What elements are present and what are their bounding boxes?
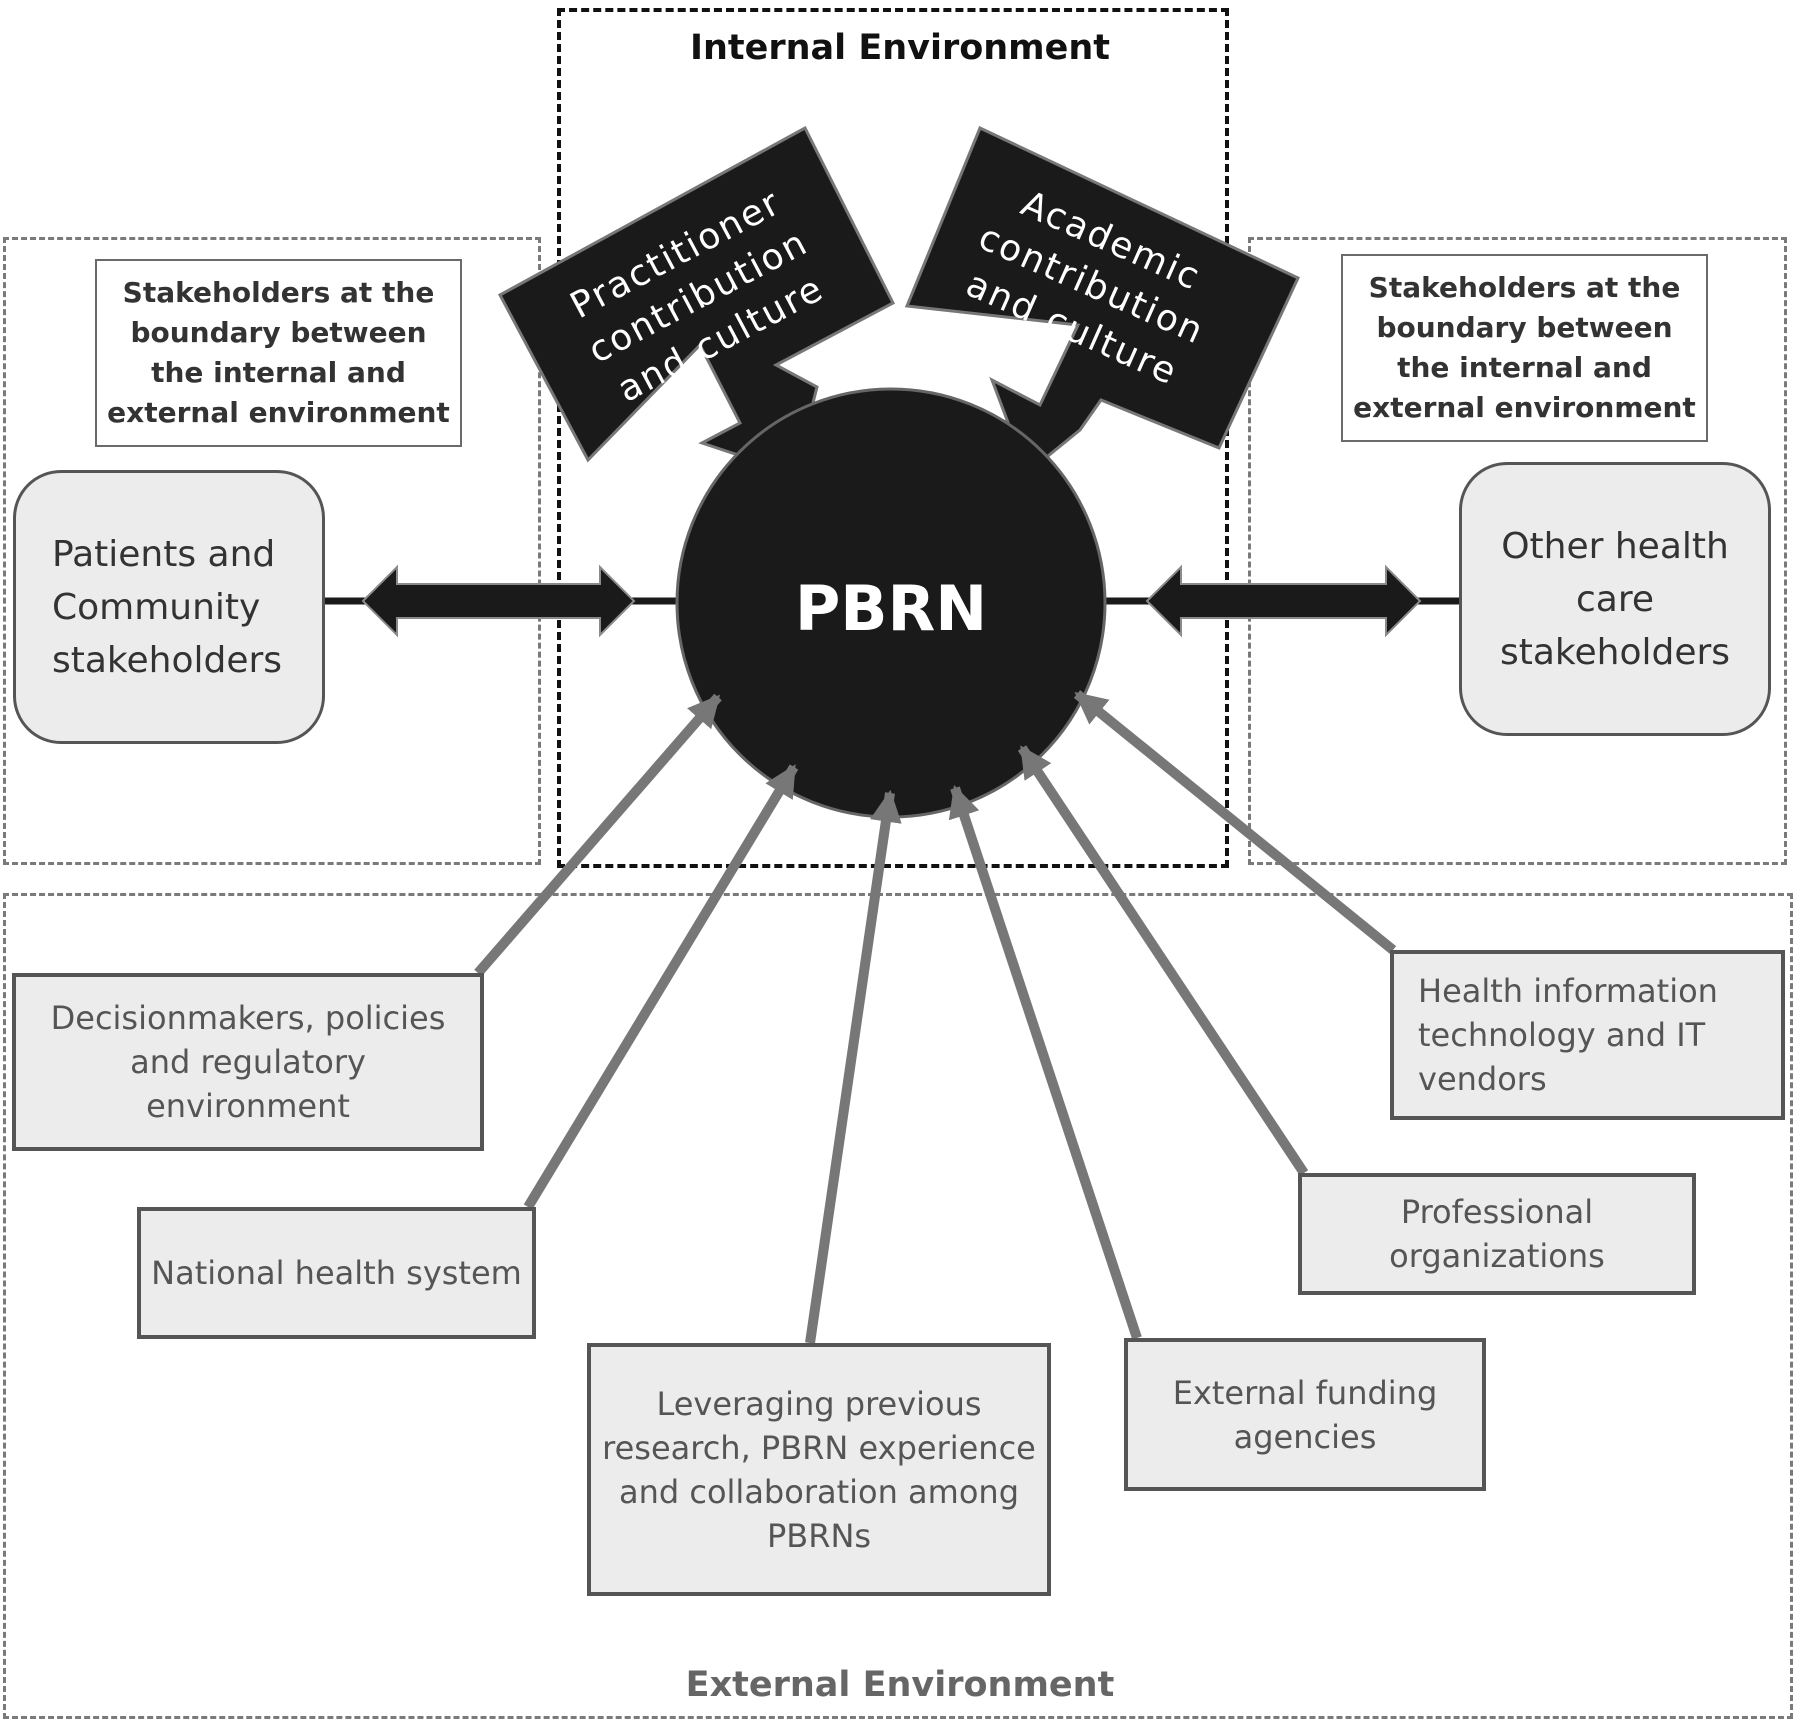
external-funding-box: External funding agencies [1124, 1338, 1486, 1491]
leveraging-research-box: Leveraging previous research, PBRN exper… [587, 1343, 1051, 1596]
right-boundary-region [1248, 237, 1787, 865]
other-health-care-stakeholders: Other health care stakeholders [1459, 462, 1771, 736]
internal-environment-region [557, 8, 1229, 868]
left-boundary-region [3, 237, 541, 865]
other-health-care-label: Other health care stakeholders [1500, 525, 1731, 673]
arrow-professional [1017, 745, 1309, 1176]
arrow-funding [948, 784, 1142, 1340]
boundary-note-left: Stakeholders at the boundary between the… [95, 259, 462, 447]
left-double-arrow [361, 564, 636, 638]
arrow-leveraging [805, 789, 902, 1344]
arrow-health-it [1073, 690, 1397, 954]
internal-environment-label: Internal Environment [689, 28, 1111, 68]
patients-community-label: Patients and Community stakeholders [52, 533, 283, 681]
decisionmakers-box: Decisionmakers, policies and regulatory … [12, 973, 484, 1151]
right-double-arrow [1145, 564, 1422, 638]
external-environment-label: External Environment [685, 1665, 1115, 1705]
health-it-box: Health information technology and IT ven… [1390, 950, 1785, 1120]
arrow-decisionmakers [474, 693, 722, 977]
pbrn-label: PBRN [795, 572, 987, 645]
national-health-system-box: National health system [137, 1207, 536, 1339]
external-environment-region [3, 893, 1793, 1719]
boundary-note-right: Stakeholders at the boundary between the… [1341, 254, 1708, 442]
professional-organizations-box: Professional organizations [1298, 1173, 1696, 1295]
patients-community-stakeholders: Patients and Community stakeholders [13, 470, 325, 744]
arrow-national-health [523, 764, 799, 1210]
